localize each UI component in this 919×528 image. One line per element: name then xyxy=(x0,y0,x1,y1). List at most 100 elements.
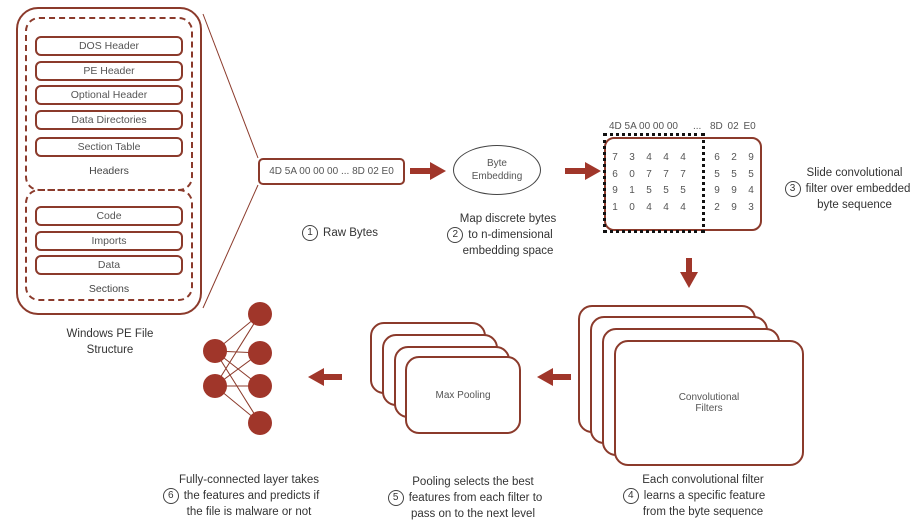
matrix-cell: 6 xyxy=(612,169,618,180)
data-section: Data xyxy=(35,255,183,275)
conv-filter-layer-4: Convolutional Filters xyxy=(614,340,804,466)
optional-header: Optional Header xyxy=(35,85,183,105)
section-table: Section Table xyxy=(35,137,183,157)
step-2-number: 2 xyxy=(447,227,464,243)
sliding-filter-window xyxy=(603,133,705,233)
matrix-cell: 0 xyxy=(629,169,635,180)
fc-caption-line1: Fully-connected layer takes xyxy=(179,474,319,486)
arrow-right-icon xyxy=(410,162,446,180)
pool-caption: Pooling selects the best 5 features from … xyxy=(370,474,560,522)
matrix-cell: 4 xyxy=(646,152,652,163)
matrix-cell: 6 xyxy=(714,152,720,163)
arrow-left-icon xyxy=(308,368,342,386)
output-node xyxy=(248,411,272,435)
output-node xyxy=(248,341,272,365)
headers-label: Headers xyxy=(89,165,129,177)
pe-caption: Windows PE File Structure xyxy=(40,326,180,358)
conv-caption-line1: Each convolutional filter xyxy=(642,474,764,486)
arrow-down-icon xyxy=(680,258,698,288)
matrix-cell: 9 xyxy=(731,185,737,196)
arrow-left-icon xyxy=(537,368,571,386)
imports-section: Imports xyxy=(35,231,183,251)
matrix-cell: 4 xyxy=(680,152,686,163)
matrix-cell: 5 xyxy=(680,185,686,196)
matrix-cell: 5 xyxy=(646,185,652,196)
matrix-cell: 5 xyxy=(731,169,737,180)
code-section: Code xyxy=(35,206,183,226)
pe-caption-line1: Windows PE File xyxy=(66,328,154,340)
conv-caption-line3: from the byte sequence xyxy=(642,506,764,519)
matrix-cell: 4 xyxy=(646,202,652,213)
matrix-cell: 3 xyxy=(748,202,754,213)
slide-caption: Slide convolutional 3 filter over embedde… xyxy=(775,165,919,213)
matrix-cell: 4 xyxy=(663,202,669,213)
headers-group: DOS Header PE Header Optional Header Dat… xyxy=(25,17,193,191)
matrix-header-right: 8D 02 E0 xyxy=(710,121,756,132)
matrix-cell: 2 xyxy=(714,202,720,213)
matrix-cell: 1 xyxy=(629,185,635,196)
pool-caption-line1: Pooling selects the best xyxy=(412,476,534,488)
embedding-caption-line3: embedding space xyxy=(462,245,554,258)
slide-caption-line1: Slide convolutional xyxy=(806,167,903,179)
matrix-cell: 9 xyxy=(612,185,618,196)
byte-embedding-line2: Embedding xyxy=(471,171,523,182)
step-4-number: 4 xyxy=(622,488,639,504)
sections-group: Code Imports Data Sections xyxy=(25,189,193,301)
step-6-number: 6 xyxy=(162,488,179,504)
matrix-cell: 5 xyxy=(663,185,669,196)
pool-caption-line3: pass on to the next level xyxy=(410,508,536,521)
input-node xyxy=(203,339,227,363)
conv-label-line2: Filters xyxy=(695,403,723,414)
sections-label: Sections xyxy=(88,283,130,295)
matrix-cell: 4 xyxy=(748,185,754,196)
matrix-cell: 4 xyxy=(663,152,669,163)
input-node xyxy=(203,374,227,398)
embedding-caption-line1: Map discrete bytes xyxy=(459,213,557,225)
fully-connected-network xyxy=(203,302,272,435)
matrix-cell: 7 xyxy=(680,169,686,180)
matrix-cell: 9 xyxy=(731,202,737,213)
step-1-number: 1 xyxy=(302,225,319,241)
slide-caption-line3: byte sequence xyxy=(817,199,892,212)
matrix-cell: 5 xyxy=(714,169,720,180)
matrix-cell: 9 xyxy=(748,152,754,163)
pool-caption-line2: features from each filter to xyxy=(408,492,543,505)
fc-caption-line2: the features and predicts if xyxy=(183,490,320,503)
slide-caption-line2: filter over embedded xyxy=(805,183,911,196)
raw-bytes-caption: 1 Raw Bytes xyxy=(285,225,395,241)
matrix-cell: 9 xyxy=(714,185,720,196)
matrix-cell: 7 xyxy=(646,169,652,180)
max-pooling-label: Max Pooling xyxy=(435,389,491,401)
byte-embedding-line1: Byte xyxy=(486,158,507,169)
fc-caption: Fully-connected layer takes 6 the feature… xyxy=(146,472,336,520)
output-node xyxy=(248,302,272,326)
conv-caption: Each convolutional filter 4 learns a spec… xyxy=(604,472,784,520)
output-node xyxy=(248,374,272,398)
embedding-caption-line2: to n-dimensional xyxy=(468,229,553,242)
pe-caption-line2: Structure xyxy=(86,344,134,356)
matrix-cell: 0 xyxy=(629,202,635,213)
byte-embedding-ellipse: Byte Embedding xyxy=(453,145,541,195)
matrix-cell: 1 xyxy=(612,202,618,213)
matrix-cell: 3 xyxy=(629,152,635,163)
matrix-cell: 7 xyxy=(612,152,618,163)
pe-header: PE Header xyxy=(35,61,183,81)
conv-caption-line2: learns a specific feature xyxy=(643,490,766,503)
raw-bytes-box: 4D 5A 00 00 00 ... 8D 02 E0 xyxy=(258,158,405,185)
arrow-right-icon xyxy=(565,162,601,180)
matrix-cell: 5 xyxy=(748,169,754,180)
data-directories: Data Directories xyxy=(35,110,183,130)
step-5-number: 5 xyxy=(387,490,404,506)
step-3-number: 3 xyxy=(784,181,801,197)
matrix-cell: 2 xyxy=(731,152,737,163)
matrix-header-left: 4D 5A 00 00 00 xyxy=(609,121,678,132)
pool-layer-4: Max Pooling xyxy=(405,356,521,434)
fc-caption-line3: the file is malware or not xyxy=(186,506,312,519)
matrix-cell: 4 xyxy=(680,202,686,213)
conv-label-line1: Convolutional xyxy=(678,392,740,403)
raw-bytes-caption-text: Raw Bytes xyxy=(323,227,378,240)
embedding-caption: Map discrete bytes 2 to n-dimensional emb… xyxy=(425,211,575,259)
matrix-header-dots: ... xyxy=(693,121,702,132)
dos-header: DOS Header xyxy=(35,36,183,56)
